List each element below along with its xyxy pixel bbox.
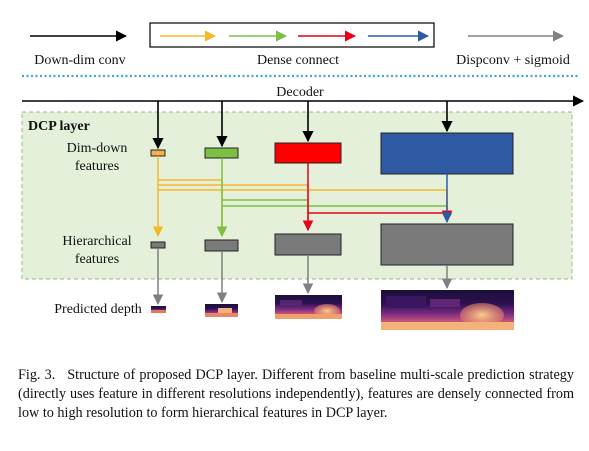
predicted-depth-4 <box>381 290 514 330</box>
hierarchical-feature-3 <box>274 233 342 256</box>
dim-down-feature-1 <box>150 149 166 157</box>
dim-down-feature-3 <box>274 142 342 164</box>
predicted-depth-label: Predicted depth <box>54 302 141 317</box>
hierarchical-label-line2: features <box>75 252 119 267</box>
legend-dense-box <box>149 22 435 48</box>
decoder-label: Decoder <box>276 85 324 100</box>
dim-down-feature-4 <box>380 132 514 175</box>
caption-text: Structure of proposed DCP layer. Differe… <box>18 367 574 421</box>
legend-down-dim-label: Down-dim conv <box>34 53 125 68</box>
figure-caption: Fig. 3.Structure of proposed DCP layer. … <box>18 366 574 423</box>
predicted-depth-3 <box>275 295 342 319</box>
figure-label: Fig. 3. <box>18 367 56 383</box>
legend-dense-label: Dense connect <box>257 53 339 68</box>
dim-down-label-line2: features <box>75 159 119 174</box>
dcp-layer-title: DCP layer <box>28 119 90 134</box>
hierarchical-feature-2 <box>204 239 239 252</box>
dim-down-feature-2 <box>204 147 239 159</box>
hierarchical-feature-4 <box>380 223 514 266</box>
hierarchical-feature-1 <box>150 241 166 249</box>
legend-dispconv-label: Dispconv + sigmoid <box>456 53 570 68</box>
predicted-depth-1 <box>151 306 166 313</box>
predicted-depth-2 <box>205 304 238 317</box>
dim-down-label-line1: Dim-down <box>67 141 128 156</box>
hierarchical-label-line1: Hierarchical <box>62 234 131 249</box>
